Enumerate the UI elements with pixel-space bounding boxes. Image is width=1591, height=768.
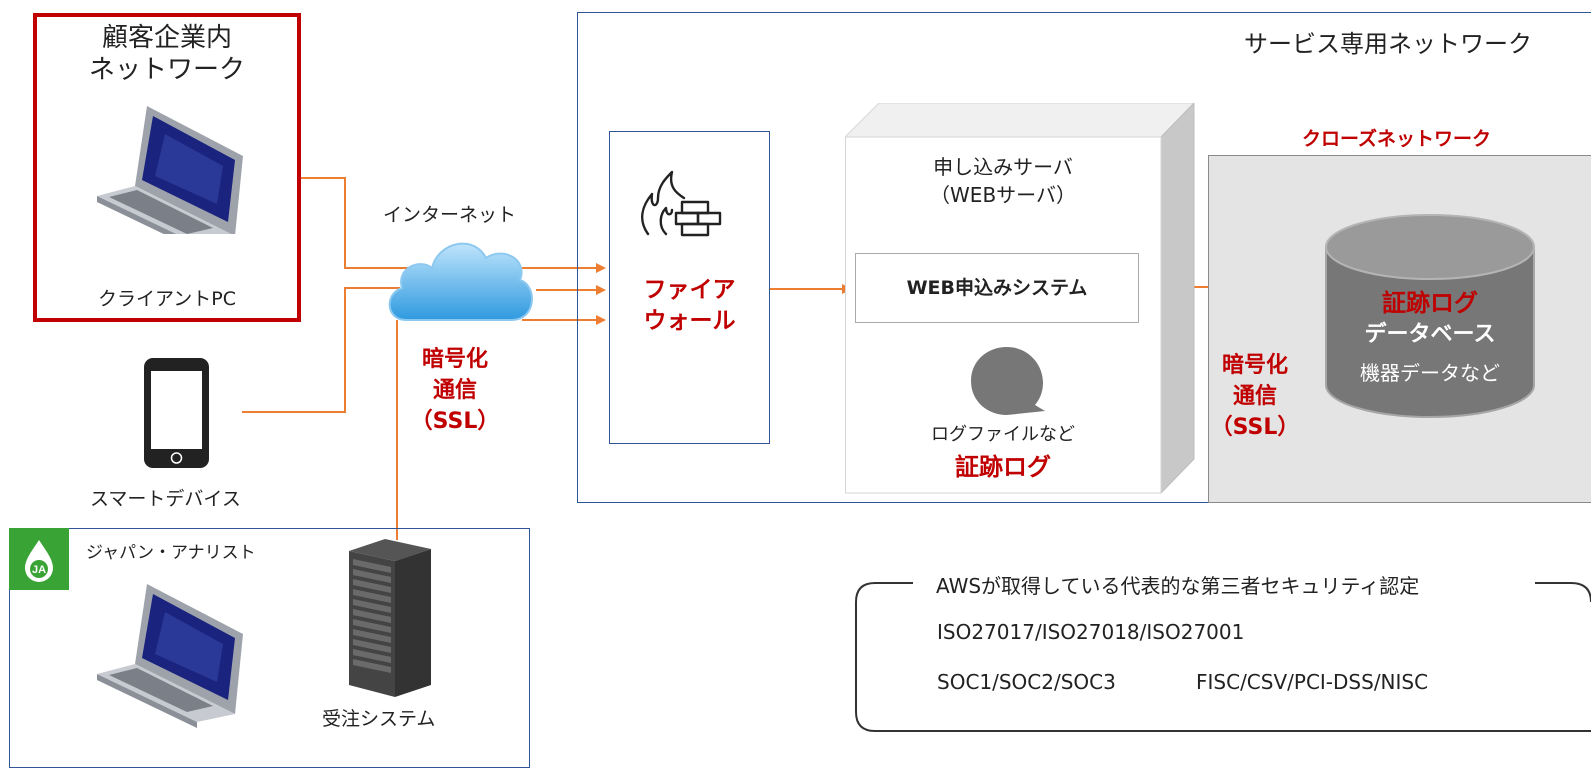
wire-smart-device [242,287,400,413]
ja-logo: JA [9,528,69,590]
certification-iso: ISO27017/ISO27018/ISO27001 [937,620,1245,644]
internet-label: インターネット [383,204,517,226]
encryption-label-right: 暗号化 通信 （SSL） [1210,353,1300,440]
svg-text:JA: JA [32,564,46,576]
closed-network-title: クローズネットワーク [1302,128,1492,150]
firewall-box [609,131,770,444]
log-file-icon [971,347,1045,415]
service-network-title: サービス専用ネットワーク [1244,30,1532,58]
customer-network-box [33,13,301,322]
database-label: 証跡ログ データベース 機器データなど [1360,289,1500,385]
web-application-system: WEB申込みシステム [855,253,1139,323]
ja-logo-icon: JA [25,540,53,582]
cloud-icon [388,242,533,321]
certification-fisc: FISC/CSV/PCI-DSS/NISC [1196,670,1429,694]
laptop-icon [97,584,243,728]
firewall-label: ファイア ウォール [643,277,736,334]
order-system-label: 受注システム [322,708,436,730]
laptop-icon [97,106,243,234]
trail-log-label: 証跡ログ [955,453,1051,481]
smart-device-label: スマートデバイス [90,488,241,510]
service-network-box [577,12,1591,503]
firewall-icon [641,170,722,237]
smartphone-icon [144,358,209,468]
certifications-frame [855,582,1591,732]
customer-network-title: 顧客企業内 ネットワーク [88,23,245,85]
log-file-label: ログファイルなど [931,424,1075,445]
server-rack-icon [349,539,431,697]
encryption-label-left: 暗号化 通信 （SSL） [410,347,500,434]
database-icon [1325,214,1535,418]
client-pc-label: クライアントPC [98,288,236,310]
wire-client-pc [300,177,415,269]
certification-soc: SOC1/SOC2/SOC3 [937,670,1116,694]
certifications-title: AWSが取得している代表的な第三者セキュリティ認定 [936,574,1420,598]
japan-analyst-box [9,528,530,768]
server-title: 申し込みサーバ （WEBサーバ） [930,155,1076,207]
japan-analyst-name: ジャパン・アナリスト [86,543,256,563]
